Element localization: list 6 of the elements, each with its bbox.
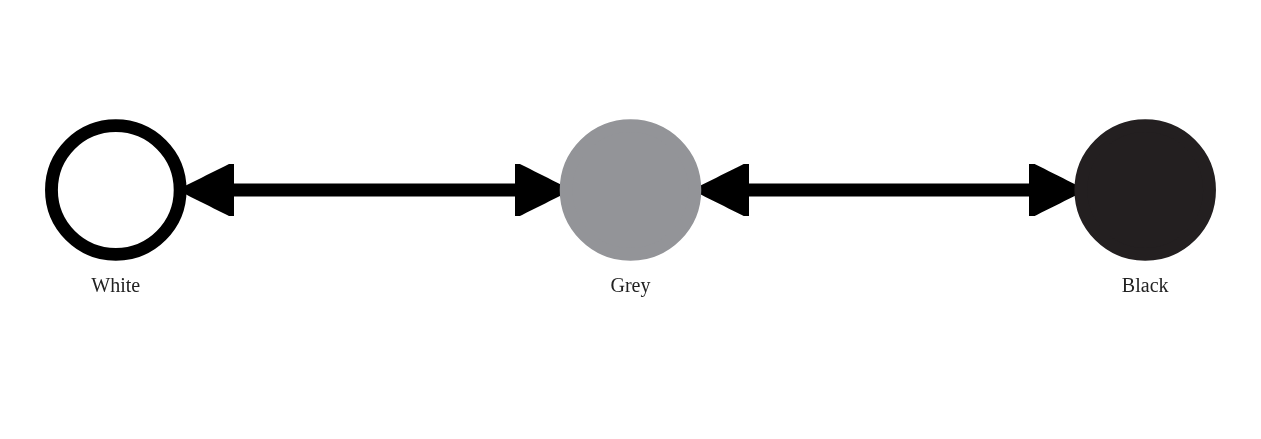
circle bbox=[1074, 119, 1216, 261]
circle bbox=[45, 119, 187, 261]
circle bbox=[559, 119, 702, 261]
circle-caption: White bbox=[91, 274, 141, 298]
circle-caption: Black bbox=[1121, 274, 1169, 298]
circle-caption: Grey bbox=[610, 274, 651, 298]
